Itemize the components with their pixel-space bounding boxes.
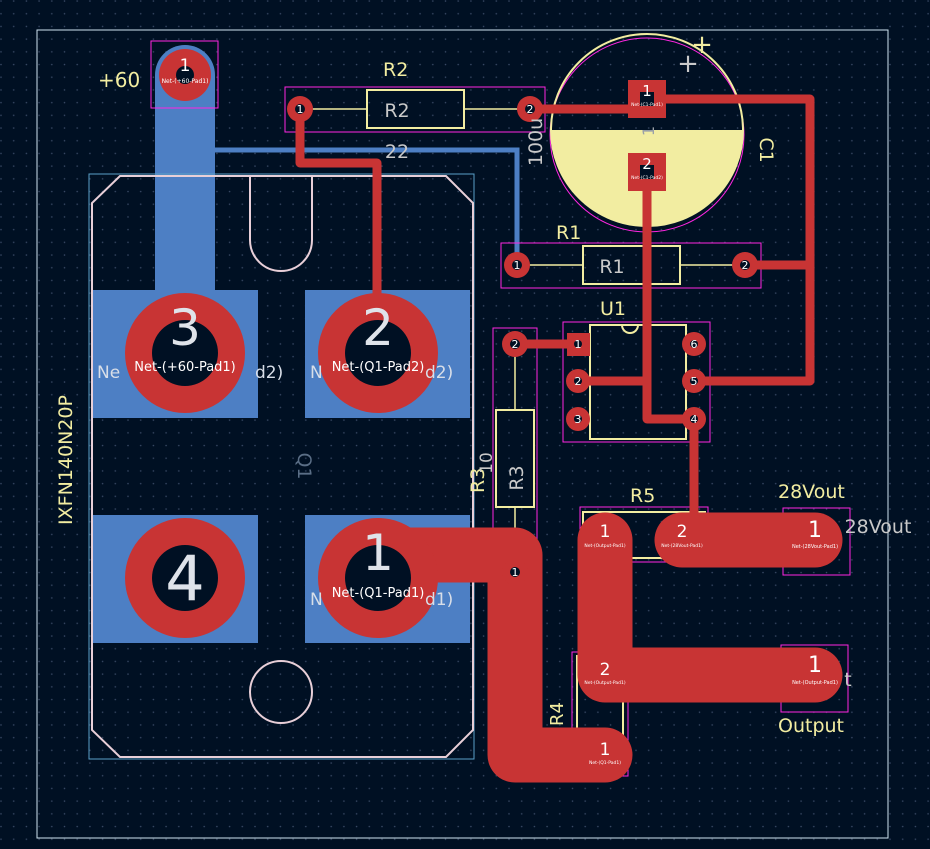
q1-pad-3-num: 3 — [169, 299, 201, 357]
bottom-trace-r1[interactable] — [215, 147, 520, 265]
c1-pad-1-num: 1 — [642, 82, 652, 100]
fab-text: R2 22 R1 R3 10 100u + 1 Q1 R4 28Vout t — [293, 49, 911, 726]
r3-pad-1-num: 1 — [512, 566, 519, 579]
u1-pad-1-num: 1 — [575, 338, 582, 351]
q1-ghost-left-1: N — [310, 590, 323, 610]
r2-ref-label: R2 — [383, 59, 408, 81]
r5-pad-1-num: 1 — [600, 522, 611, 542]
r5-pad-2-net: Net-(28Vout-Pad1) — [661, 543, 703, 549]
r5-pad-1-net: Net-(Output-Pad1) — [584, 543, 626, 549]
q1-ghost-left-2b: N — [310, 363, 323, 383]
r5-pad-2-num: 2 — [677, 522, 688, 542]
c1-pin1-fab: 1 — [639, 126, 658, 136]
r2-value-label: 22 — [385, 141, 409, 163]
board-edge-outline — [36, 29, 889, 839]
plus60-pad-net: Net-(+60-Pad1) — [162, 78, 209, 85]
r3-value-label: 10 — [477, 452, 497, 474]
r3-body-label: R3 — [506, 465, 528, 490]
trace-q1-source-to-r4[interactable] — [350, 527, 633, 783]
q1-ref-label: Q1 — [293, 452, 315, 479]
u1-pad-3-num: 3 — [575, 413, 582, 426]
plus60-label: +60 — [98, 68, 140, 92]
trace-c1-to-u1[interactable] — [647, 94, 815, 386]
r4-pad-2-net: Net-(Output-Pad1) — [584, 680, 626, 686]
q1-pad-2-num: 2 — [362, 299, 394, 357]
out28-pad-net: Net-(28Vout-Pad1) — [792, 544, 838, 550]
r1-body-label: R1 — [599, 256, 624, 278]
r1-pad-2-num: 2 — [742, 259, 749, 272]
u1-pad-4-num: 4 — [691, 413, 698, 426]
u1-ref-label: U1 — [600, 298, 626, 320]
output-label: Output — [778, 715, 844, 737]
q1-pad-2-net: Net-(Q1-Pad2) — [332, 360, 425, 375]
c1-value-label: 100u — [525, 118, 547, 166]
r4-pad-2-num: 2 — [600, 660, 611, 680]
q1-ghost-left-2: Ne — [97, 363, 120, 383]
q1-ghost-right-1: d1) — [425, 590, 453, 610]
trace-c1-2-to-u1-4[interactable] — [642, 172, 694, 424]
c1-pad-2-num: 2 — [642, 155, 652, 173]
output-pad-net: Net-(Output-Pad1) — [792, 680, 838, 686]
r4-ref-label: R4 — [547, 702, 568, 726]
r2-pad-1-num: 1 — [297, 103, 304, 116]
plus60-courtyard — [150, 40, 219, 109]
q1-ghost-right-2b: d2) — [425, 363, 453, 383]
output-pad-num: 1 — [808, 653, 822, 678]
q1-pad-3-net: Net-(+60-Pad1) — [134, 360, 236, 375]
u1-pad-2-num: 2 — [575, 375, 582, 388]
pad-labels: 1 Net-(+60-Pad1) 1 2 1 Net-(C1-Pad1) 2 N… — [134, 56, 838, 766]
r5-ref-label: R5 — [630, 485, 655, 507]
c1-pad-2-net: Net-(C1-Pad2) — [631, 175, 663, 181]
c1-pad-1-net: Net-(C1-Pad1) — [631, 102, 663, 108]
q1-pad-1-net: Net-(Q1-Pad1) — [332, 586, 425, 601]
q1-pad-1-num: 1 — [362, 524, 394, 582]
silk-text: +60 R2 R1 U1 R5 R3 C1 + 28Vout Output IX… — [55, 30, 845, 737]
top-copper-traces — [295, 94, 843, 783]
u1-pad-5-num: 5 — [691, 375, 698, 388]
u1-pad-6-num: 6 — [691, 338, 698, 351]
r3-ref-label: R3 — [467, 468, 489, 493]
q1-pad-4-num: 4 — [165, 542, 204, 615]
r1-ref-label: R1 — [556, 222, 581, 244]
trace-r2-to-q1-gate[interactable] — [295, 109, 382, 350]
c1-plus-silk: + — [691, 30, 713, 60]
r2-pad-2-num: 2 — [527, 103, 534, 116]
q1-silk-notch — [249, 176, 313, 272]
q1-net-ghost-text: Ne d2) N d2) N d1) — [97, 363, 453, 610]
r4-pad-1-net: Net-(Q1-Pad1) — [589, 760, 621, 766]
out28-label: 28Vout — [778, 481, 845, 503]
c1-plus-fab: + — [677, 49, 699, 79]
q1-mount-hole — [249, 660, 313, 724]
trace-r5-to-output[interactable] — [577, 512, 843, 703]
q1-ghost-right-2: d2) — [255, 363, 283, 383]
out28-pad-num: 1 — [808, 518, 822, 543]
out28-fab-label: 28Vout — [845, 516, 912, 538]
r3-pad-2-num: 2 — [512, 338, 519, 351]
r4-pad-1-num: 1 — [600, 740, 611, 760]
plus60-drill — [176, 66, 194, 84]
plus60-pad-num: 1 — [180, 56, 191, 76]
q1-silk-outline — [91, 175, 474, 758]
q1-part-label: IXFN140N20P — [55, 395, 77, 525]
c1-ref-label: C1 — [755, 137, 777, 162]
r1-pad-1-num: 1 — [514, 259, 521, 272]
output-fab-label: t — [844, 669, 851, 691]
top-pads — [125, 49, 758, 638]
r2-body-label: R2 — [384, 100, 409, 122]
